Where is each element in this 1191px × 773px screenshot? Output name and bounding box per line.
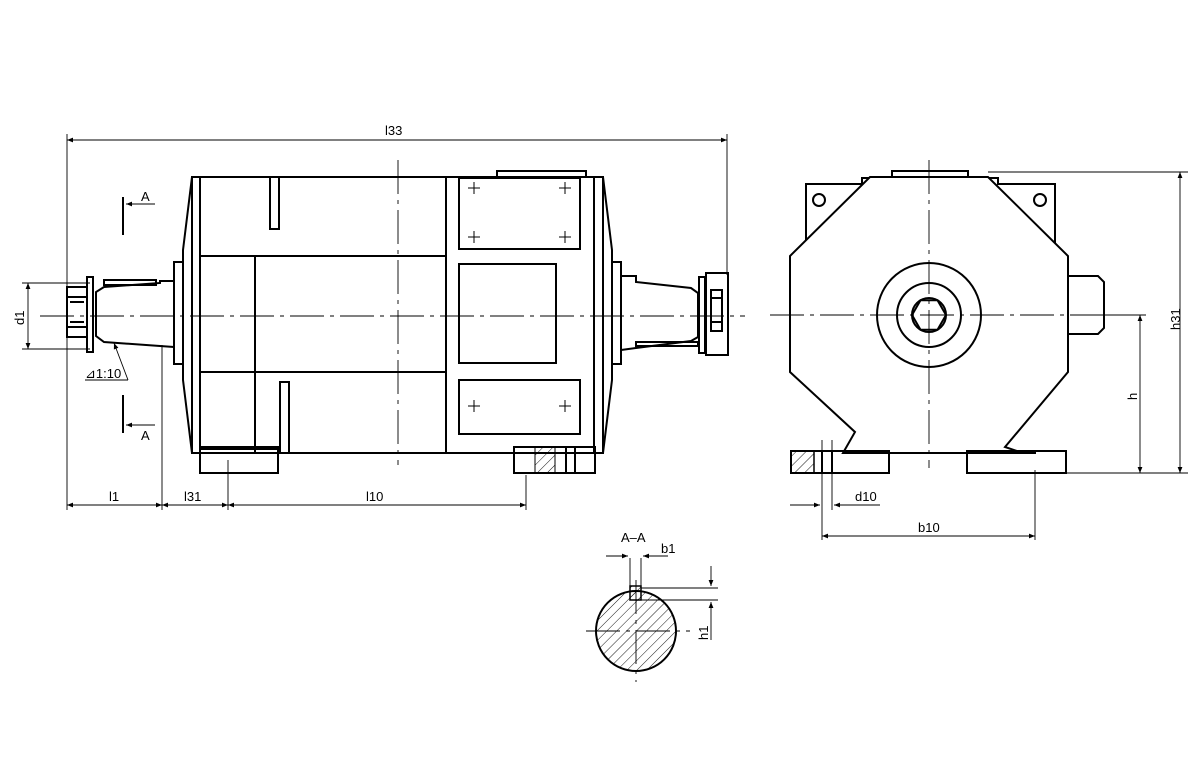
- dim-label-h: h: [1125, 393, 1140, 400]
- dim-d1: d1: [12, 282, 90, 350]
- bolt-markers-lower: [468, 400, 571, 412]
- left-end-bell: [182, 176, 193, 454]
- right-shaft-washer: [698, 276, 706, 354]
- end-view: [770, 160, 1120, 474]
- foot-left: [199, 446, 279, 474]
- dim-label-l33: l33: [385, 123, 402, 138]
- left-shaft-taper: [95, 280, 175, 348]
- dim-bottom-chain: l1 l31 l10: [67, 345, 527, 510]
- dim-label-d10: d10: [855, 489, 877, 504]
- section-title: A–A: [621, 530, 646, 545]
- dim-d10: d10: [790, 440, 880, 540]
- shaft-keyway: [629, 585, 642, 601]
- right-shaft-taper: [620, 275, 699, 351]
- end-foot-right: [966, 450, 1067, 474]
- end-top-lug: [891, 170, 969, 178]
- cover-plate-upper: [458, 177, 581, 250]
- dim-label-l10: l10: [366, 489, 383, 504]
- left-flange: [173, 261, 184, 365]
- dim-label-l1: l1: [109, 489, 119, 504]
- right-shaft-nut: [710, 289, 723, 332]
- left-shaft-nut: [66, 286, 88, 338]
- dim-label-h31: h31: [1168, 308, 1183, 330]
- section-marker-top: A: [122, 189, 155, 235]
- bolt-markers-upper: [468, 182, 571, 243]
- section-a-a: A–A b1 h1: [586, 530, 718, 682]
- cover-plate-lower: [458, 379, 581, 435]
- taper-callout: ⊿1:10: [85, 342, 129, 381]
- motor-body-outline: [191, 176, 604, 454]
- terminal-box: [458, 263, 557, 364]
- cooling-rib-bottom: [279, 381, 290, 454]
- dim-label-h1: h1: [696, 626, 711, 640]
- dim-h: h: [1100, 314, 1146, 473]
- dim-h31: h31: [988, 171, 1188, 474]
- right-flange: [611, 261, 622, 365]
- foot-bolt-hole-section: [534, 446, 556, 474]
- dim-label-b10: b10: [918, 520, 940, 535]
- mount-hole-right: [1033, 193, 1047, 207]
- section-marker-bottom: A: [122, 395, 155, 443]
- dim-label-d1: d1: [12, 311, 27, 325]
- section-label-a-top: A: [141, 189, 150, 204]
- dim-label-l31: l31: [184, 489, 201, 504]
- right-shaft-nut-housing: [705, 272, 729, 356]
- right-end-bell: [602, 176, 613, 454]
- dim-label-b1: b1: [661, 541, 675, 556]
- dim-l33: l33: [66, 123, 728, 510]
- top-lug: [496, 170, 587, 178]
- cooling-rib-top: [269, 176, 280, 230]
- mount-hole-left: [812, 193, 826, 207]
- end-foot-hatch: [790, 450, 815, 474]
- taper-label: ⊿1:10: [85, 366, 121, 381]
- dim-b10: b10: [822, 470, 1036, 540]
- end-terminal-box: [1068, 275, 1105, 335]
- side-view: [40, 160, 745, 474]
- section-label-a-bottom: A: [141, 428, 150, 443]
